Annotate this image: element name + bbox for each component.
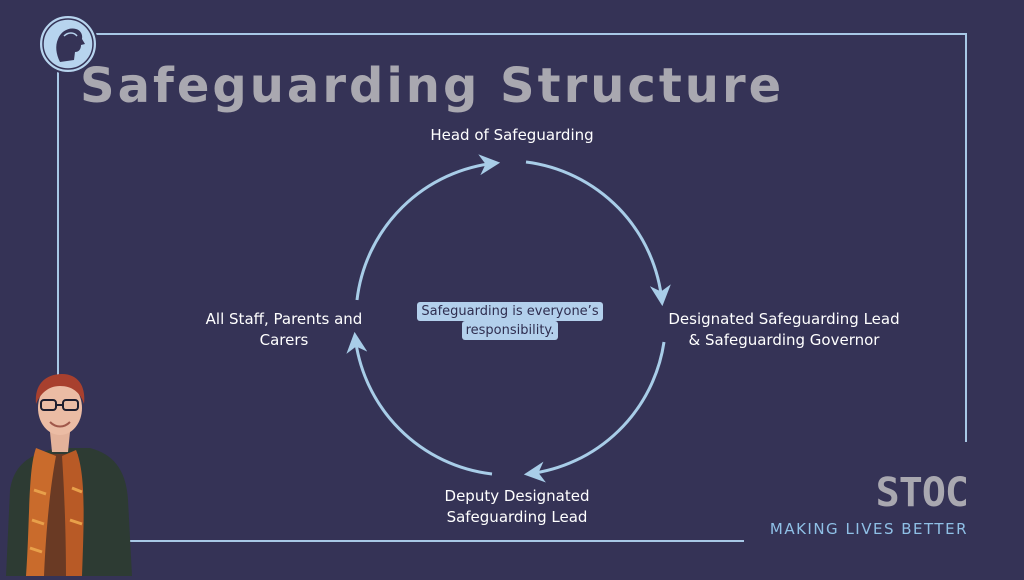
node-label: Safeguarding Lead: [446, 508, 588, 526]
center-note-line: Safeguarding is everyone’s: [417, 302, 603, 321]
slide-title: Safeguarding Structure: [80, 58, 785, 114]
brand-tagline: MAKING LIVES BETTER: [769, 520, 968, 538]
node-deputy-designated-lead: Deputy Designated Safeguarding Lead: [415, 486, 619, 528]
node-label: Carers: [259, 331, 309, 349]
node-label: Head of Safeguarding: [430, 126, 594, 144]
arrow-bottom-to-left: [346, 331, 493, 476]
node-label: All Staff, Parents and: [205, 310, 363, 328]
arrow-right-to-bottom: [523, 341, 666, 483]
presenter-photo-icon: [0, 370, 150, 580]
center-note: Safeguarding is everyone’s responsibilit…: [407, 302, 613, 340]
node-label: Deputy Designated: [444, 487, 590, 505]
arrow-left-to-top: [355, 154, 501, 301]
node-all-staff-parents-carers: All Staff, Parents and Carers: [188, 309, 380, 351]
node-head-of-safeguarding: Head of Safeguarding: [405, 125, 619, 146]
node-label: Designated Safeguarding Lead: [668, 310, 900, 328]
arrow-top-to-right: [525, 160, 671, 307]
frame-top-right-line: [96, 33, 967, 442]
center-note-line: responsibility.: [461, 321, 559, 340]
node-label: & Safeguarding Governor: [688, 331, 880, 349]
brand-wordmark: STOC: [875, 470, 969, 516]
node-designated-safeguarding-lead: Designated Safeguarding Lead & Safeguard…: [638, 309, 930, 351]
head-profile-logo-icon: [36, 12, 100, 80]
